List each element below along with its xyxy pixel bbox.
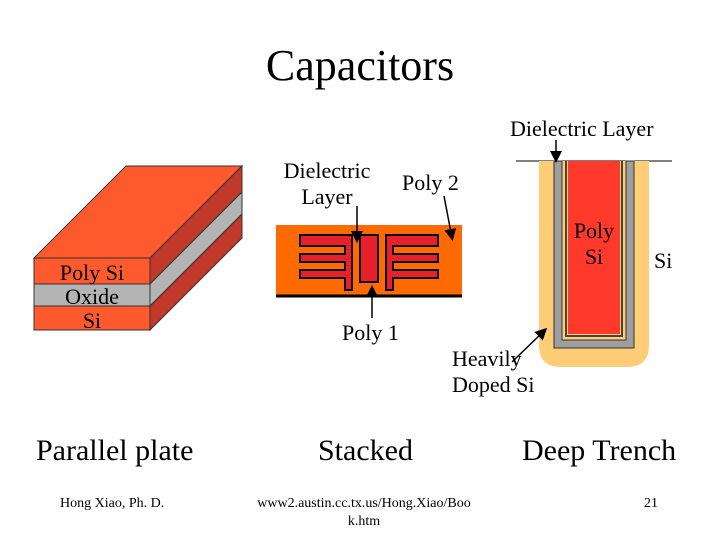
- footer-url-line2: k.htm: [347, 514, 381, 529]
- label-poly2: Poly 2: [402, 170, 459, 195]
- deep-trench-diagram: [511, 140, 672, 367]
- stacked-diagram: [276, 195, 462, 318]
- label-si: Si: [82, 308, 102, 333]
- label-poly-line2: Si: [584, 244, 604, 269]
- trench-dielectric-liner: [553, 160, 635, 349]
- label-dielectric-line1: Dielectric: [283, 158, 371, 183]
- arrow-poly2: [443, 195, 457, 241]
- stacked-left-comb: [299, 234, 353, 291]
- parallel-plate-diagram: [32, 164, 244, 332]
- footer-url-line1: www2.austin.cc.tx.us/Hong.Xiao/Boo: [257, 496, 471, 511]
- poly-si-front: [33, 257, 151, 285]
- label-dielectric-line2: Layer: [301, 184, 353, 209]
- label-poly-si: Poly Si: [59, 260, 125, 285]
- label-poly1: Poly 1: [342, 320, 399, 345]
- label-heavily: Heavily: [452, 346, 522, 371]
- caption-deep-trench: Deep Trench: [522, 434, 677, 467]
- label-doped-si: Doped Si: [452, 372, 535, 397]
- stacked-center-poly: [359, 234, 379, 283]
- caption-stacked: Stacked: [318, 434, 413, 467]
- label-oxide: Oxide: [65, 284, 119, 309]
- footer-page-number: 21: [644, 496, 658, 511]
- footer-author: Hong Xiao, Ph. D.: [60, 496, 165, 511]
- caption-parallel-plate: Parallel plate: [36, 434, 194, 467]
- slide-title: Capacitors: [265, 41, 455, 90]
- arrow-heavily-doped: [511, 327, 548, 363]
- trench-poly-si: [568, 161, 620, 334]
- si-side: [149, 212, 243, 332]
- stacked-right-comb: [385, 234, 439, 291]
- label-dielectric-layer: Dielectric Layer: [510, 116, 654, 141]
- label-poly-line1: Poly: [573, 218, 615, 243]
- label-trench-si: Si: [654, 248, 673, 273]
- si-front: [33, 305, 151, 331]
